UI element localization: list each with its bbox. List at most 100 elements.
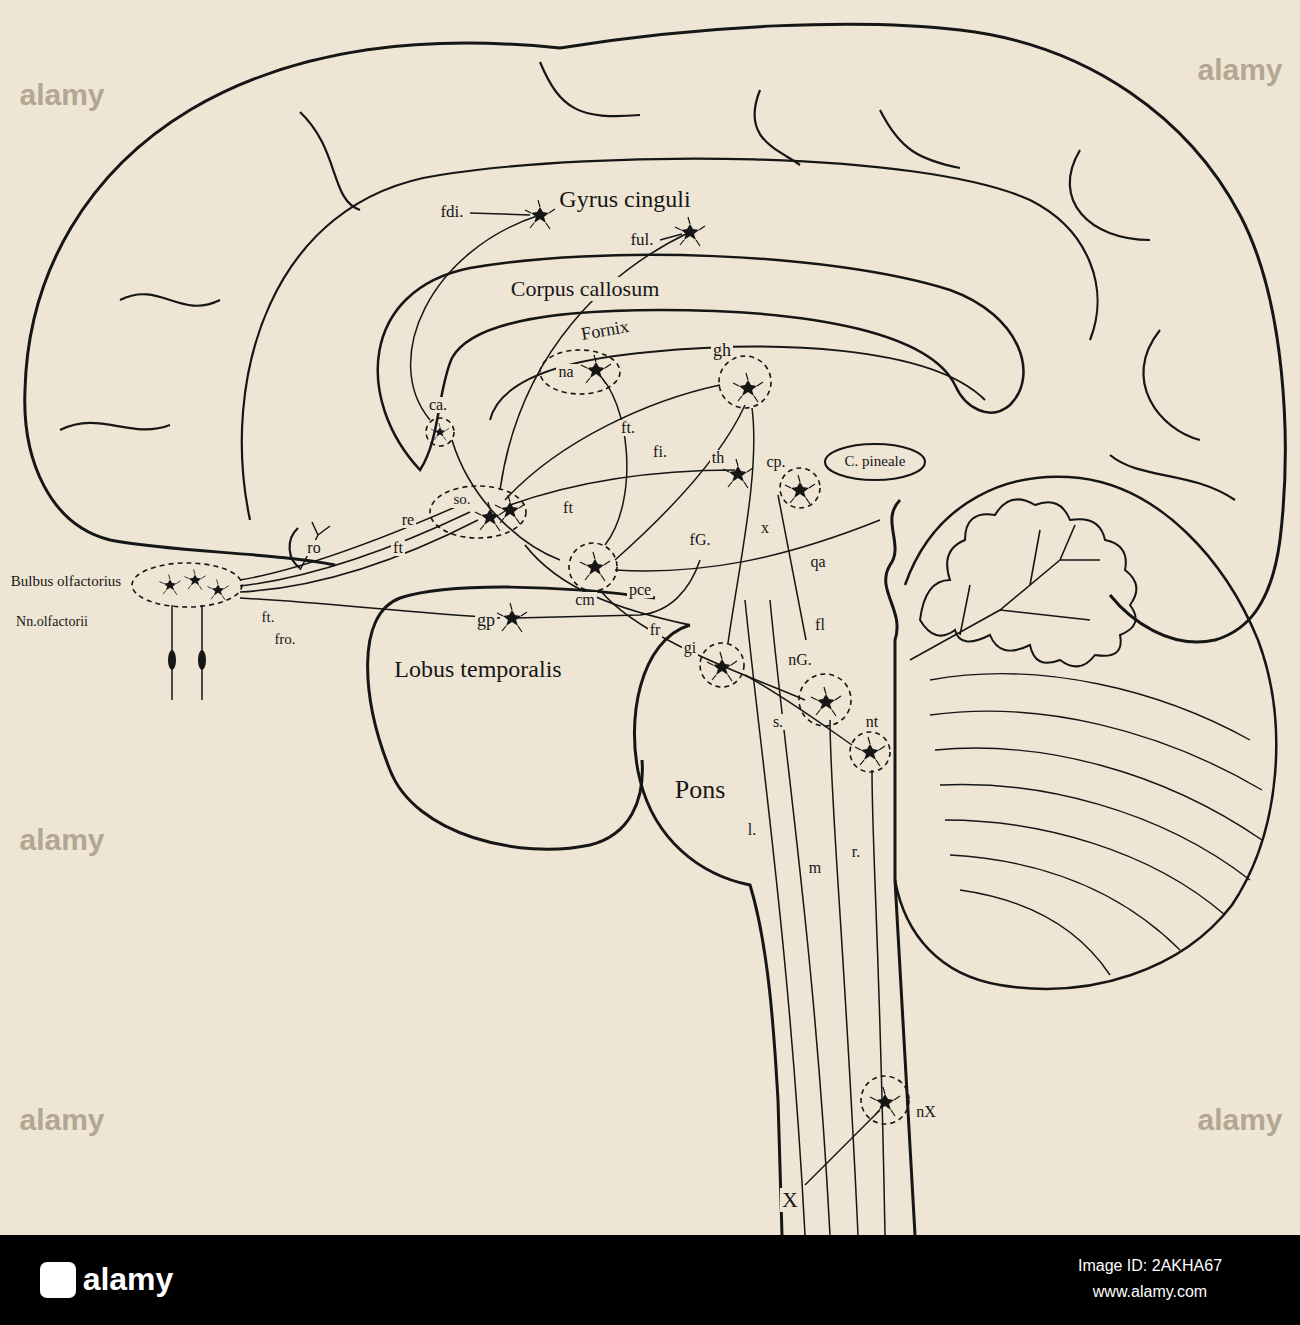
sulcus-line (60, 423, 170, 430)
anatomy-label: fl (813, 617, 827, 634)
anatomy-label: fro. (272, 632, 297, 648)
brain-outline (25, 24, 1285, 1235)
neuron-symbol (675, 217, 705, 246)
fibre-tract (240, 505, 460, 580)
nucleus-outline (780, 468, 820, 508)
brain-outline (634, 625, 782, 1235)
neuron-symbol (580, 552, 610, 581)
anatomy-label: cm (573, 592, 597, 609)
footer-bar (40, 1262, 76, 1298)
watermark: alamy (19, 824, 104, 856)
nucleus-outline (700, 643, 744, 687)
nucleus-outline (132, 563, 242, 607)
cerebellum (930, 674, 1262, 975)
neuron-symbol (785, 475, 815, 504)
anatomy-label: X (780, 1188, 800, 1211)
footer-logo: alamy (83, 1263, 174, 1297)
anatomy-label: na (556, 364, 575, 381)
watermark: alamy (19, 1104, 104, 1136)
nucleus-outline (132, 350, 909, 1124)
anatomy-label: Fornix (578, 316, 633, 344)
anatomy-label: Bulbus olfactorius (9, 574, 123, 590)
fibre-tract (872, 770, 885, 1235)
brain-outline (886, 500, 915, 1235)
footer-bar (0, 1235, 1300, 1325)
neuron-symbol (475, 502, 505, 531)
anatomy-label: fr (648, 622, 663, 639)
fibre-tract (172, 605, 202, 700)
anatomy-label: Lobus temporalis (392, 657, 563, 682)
neuron-symbol (208, 580, 229, 600)
pineal-body (825, 444, 925, 480)
anatomy-label: Corpus callosum (509, 277, 662, 300)
corpus-callosum (378, 255, 1024, 625)
anatomy-label: C. pineale (843, 454, 908, 470)
cerebellum (910, 525, 1100, 660)
nerve-spindle (168, 650, 176, 670)
anatomy-label: Pons (673, 776, 728, 803)
anatomy-label: nG. (786, 652, 814, 669)
neuron-symbol (497, 603, 527, 632)
sulcus-line (1143, 330, 1200, 440)
fibre-tract (505, 385, 720, 500)
fibre-tract (615, 520, 880, 571)
sulcus-line (242, 159, 1098, 520)
anatomy-label: ft (561, 500, 575, 517)
fibre-tract (830, 720, 858, 1235)
nucleus-outline (569, 543, 617, 591)
neuron-symbol (431, 423, 449, 440)
sulcus-line (540, 62, 640, 116)
brain-outline (25, 24, 1285, 642)
neuron-symbol (707, 652, 737, 681)
nerve-spindle (168, 650, 206, 670)
footer-bar (0, 1235, 1300, 1325)
neuron-symbol (160, 575, 181, 595)
fibre-tract (470, 213, 530, 215)
fibre-tract (770, 600, 830, 1235)
anatomy-label: ca. (427, 397, 449, 414)
pineal-body (825, 444, 925, 480)
fibre-tract (300, 522, 330, 570)
corpus-callosum (490, 347, 985, 420)
cerebellum (895, 477, 1276, 989)
neuron-symbol (185, 570, 206, 590)
anatomy-label: qa (808, 554, 827, 571)
anatomy-label: Nn.olfactorii (14, 615, 90, 630)
fibre-tract (515, 560, 700, 618)
cerebellum (895, 477, 1276, 989)
sulcus-line (880, 110, 960, 168)
anatomy-label: gh (711, 341, 733, 360)
neuron-symbol (581, 355, 611, 384)
anatomy-label: ft. (619, 420, 637, 437)
anatomy-label: m (807, 860, 823, 877)
anatomy-label: r. (850, 844, 862, 861)
fibre-tract (172, 213, 885, 1235)
fibre-tract (596, 372, 627, 545)
footer-text: www.alamy.com (1093, 1284, 1207, 1301)
corpus-callosum (378, 255, 1024, 470)
sulcus-line (1070, 150, 1150, 240)
sulcus-line (755, 90, 800, 165)
anatomy-label: so. (451, 492, 472, 508)
fibre-tract (240, 520, 478, 592)
anatomy-label: re (400, 512, 416, 529)
neuron-symbol (525, 200, 555, 229)
nerve-spindle (198, 650, 206, 670)
watermark: alamy (1197, 1104, 1282, 1136)
anatomy-label: s. (771, 714, 785, 731)
sulcus-line (300, 112, 360, 210)
footer-text: Image ID: 2AKHA67 (1078, 1258, 1222, 1275)
anatomy-label: th (710, 450, 726, 467)
brain-outline (368, 587, 655, 849)
nucleus-outline (799, 674, 851, 726)
anatomy-label: pce (627, 582, 653, 599)
fibre-tract (240, 598, 500, 618)
sulcus-line (120, 294, 220, 306)
fibre-tract (805, 1110, 880, 1185)
fibre-tract (728, 408, 754, 643)
watermark: alamy (1197, 54, 1282, 86)
fibre-tract (411, 215, 540, 420)
anatomy-label: fdi. (438, 203, 465, 221)
